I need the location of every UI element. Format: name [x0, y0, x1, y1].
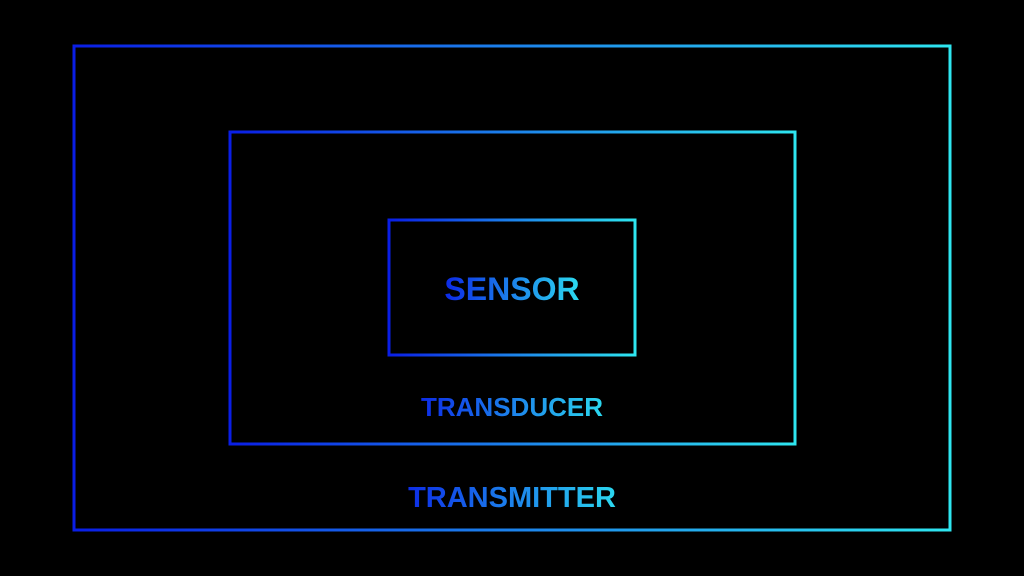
- transmitter-box: [72, 44, 952, 532]
- transducer-label: TRANSDUCER: [421, 392, 603, 422]
- sensor-label: SENSOR: [444, 271, 579, 307]
- sensor-layer: SENSOR: [387, 218, 637, 357]
- transmitter-label: TRANSMITTER: [408, 482, 616, 514]
- sensor-box: [387, 218, 637, 357]
- transducer-layer: TRANSDUCER: [228, 130, 797, 446]
- transmitter-layer: TRANSMITTER: [72, 44, 952, 532]
- transducer-box: [228, 130, 797, 446]
